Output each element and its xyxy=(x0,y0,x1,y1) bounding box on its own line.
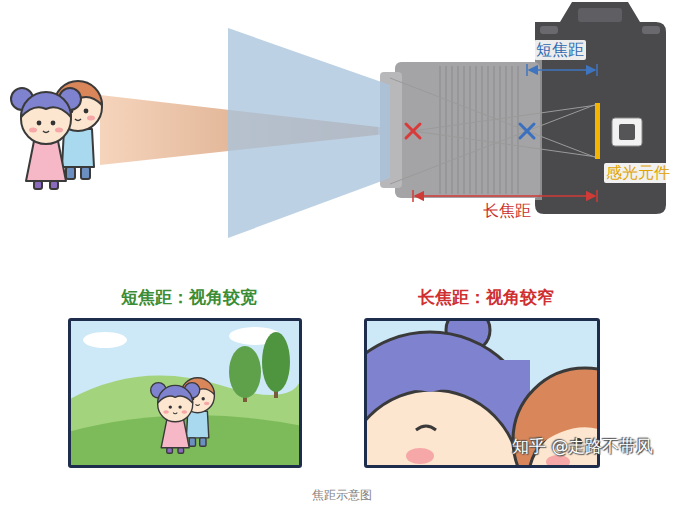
short-focal-bracket-part xyxy=(526,64,528,76)
panel-frame xyxy=(68,318,302,468)
focal-point-long-part xyxy=(406,124,420,138)
wide-view-scene-part xyxy=(229,346,261,398)
wide-view-scene-part xyxy=(262,332,290,392)
long-focal-bracket-part xyxy=(596,190,598,202)
narrow-view-scene-part xyxy=(406,448,434,464)
long-focal-bracket-part xyxy=(412,190,414,202)
subjects xyxy=(11,81,102,189)
narrow-view-scene-part-part xyxy=(416,426,436,430)
view-panel: 短焦距：视角较宽 xyxy=(60,286,318,468)
short-focal-bracket-part xyxy=(596,64,598,76)
wide-view-scene-part xyxy=(151,378,215,454)
focal-point-long-part xyxy=(406,124,420,138)
wide-view-scene-part xyxy=(70,320,300,466)
focal-point-short-part xyxy=(520,124,534,138)
sensor-bar-part xyxy=(595,103,600,159)
sensor-bar xyxy=(595,103,600,159)
wide-view-scene-part xyxy=(83,332,127,348)
narrow-view-scene-part-part xyxy=(366,360,530,440)
light-rays xyxy=(390,78,597,184)
view-cone-part xyxy=(228,28,390,238)
long-focal-bracket-part xyxy=(415,195,595,197)
view-cone xyxy=(228,28,390,238)
narrow-view-scene xyxy=(366,320,598,466)
dimension-label: 短焦距 xyxy=(534,40,586,60)
narrow-view-scene-part-part xyxy=(513,368,598,466)
wide-view-scene-part xyxy=(70,372,300,466)
short-focal-bracket-part xyxy=(529,69,595,71)
wide-view-scene-part-part xyxy=(151,378,215,454)
camera-part xyxy=(642,26,660,34)
part-label: 感光元件 xyxy=(604,163,672,183)
camera-part xyxy=(540,26,558,34)
camera-part xyxy=(578,8,622,22)
focal-point-short-part xyxy=(520,124,534,138)
watermark: 知乎 @走路不带风 xyxy=(512,436,653,457)
focal-point-short xyxy=(520,124,534,138)
camera-part xyxy=(612,118,642,146)
dimension-label: 长焦距 xyxy=(481,201,533,221)
light-rays-part xyxy=(413,105,597,131)
light-rays-part xyxy=(390,104,597,184)
figure-caption: 焦距示意图 xyxy=(0,488,683,503)
panel-title: 长焦距：视角较窄 xyxy=(356,286,616,308)
light-rays-part xyxy=(390,78,597,158)
short-focal-bracket xyxy=(527,64,597,76)
focal-point-long xyxy=(406,124,420,138)
narrow-view-scene-part xyxy=(546,455,570,466)
subjects-part xyxy=(11,81,102,189)
light-rays-part xyxy=(413,131,597,157)
narrow-view-scene-part xyxy=(366,320,598,466)
camera-part xyxy=(619,124,635,140)
panel-title: 短焦距：视角较宽 xyxy=(60,286,318,308)
wide-view-scene xyxy=(70,320,300,466)
